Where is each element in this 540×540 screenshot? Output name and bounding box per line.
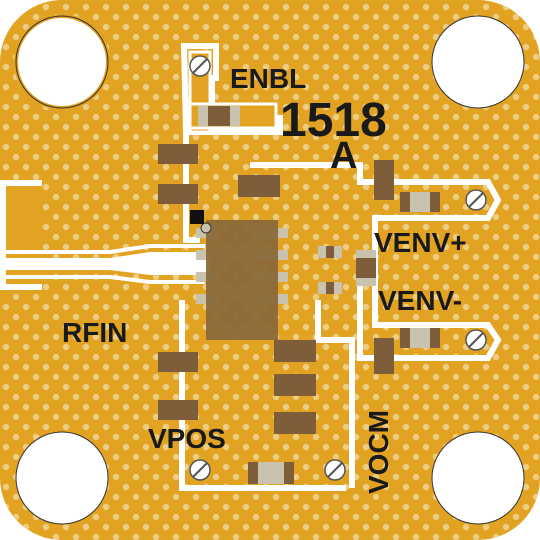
smd-capacitor	[158, 144, 198, 164]
smd-resistor	[248, 462, 294, 484]
smd-resistor	[400, 328, 440, 348]
smd-capacitor	[274, 412, 316, 434]
rfin-trace	[0, 180, 210, 290]
test-point-icon[interactable]	[189, 459, 211, 481]
ic-package	[196, 220, 288, 340]
smd-small-component	[318, 246, 342, 258]
smd-capacitor	[158, 352, 198, 372]
vpos-label: VPOS	[148, 423, 226, 454]
smd-resistor	[400, 192, 440, 212]
smd-small-component	[318, 282, 342, 294]
mounting-hole-icon	[15, 431, 109, 525]
venv-pos-label: VENV+	[374, 227, 467, 258]
mounting-hole-icon	[431, 15, 525, 109]
smd-capacitor	[374, 160, 394, 200]
test-point-icon[interactable]	[189, 55, 211, 77]
venv-neg-label: VENV-	[378, 285, 462, 316]
revision-label: A	[330, 135, 357, 177]
smd-capacitor	[158, 184, 198, 204]
part-number-label: 1518	[280, 94, 387, 147]
enbl-label: ENBL	[230, 63, 306, 94]
test-point-icon[interactable]	[324, 459, 346, 481]
mounting-hole-icon	[431, 431, 525, 525]
test-point-icon[interactable]	[465, 189, 487, 211]
pin1-marker-icon	[190, 210, 204, 224]
smd-capacitor	[274, 374, 316, 396]
rfin-label: RFIN	[62, 317, 127, 348]
smd-capacitor	[238, 175, 280, 197]
test-point-icon[interactable]	[465, 329, 487, 351]
mounting-hole-icon	[14, 14, 110, 110]
vocm-label: VOCM	[363, 410, 394, 494]
smd-capacitor	[198, 106, 240, 126]
smd-capacitor	[274, 340, 316, 362]
smd-capacitor	[356, 250, 376, 286]
smd-capacitor	[158, 400, 198, 420]
smd-capacitor	[374, 338, 394, 374]
